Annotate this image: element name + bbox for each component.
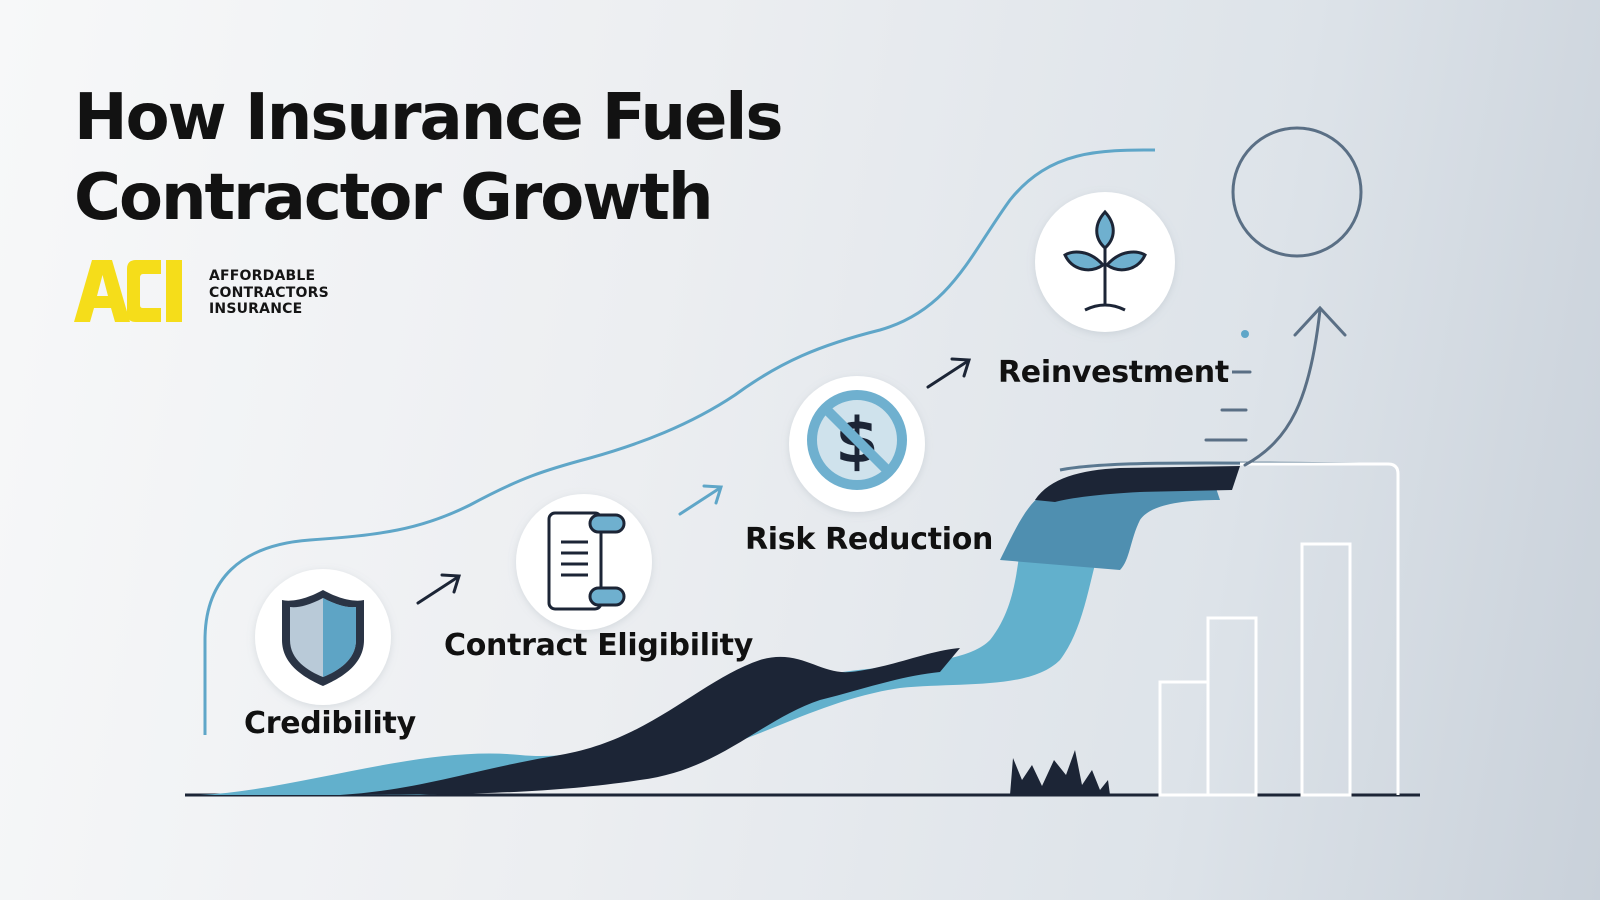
wave-dark-navy <box>340 648 960 795</box>
dot-icon <box>1241 330 1249 338</box>
step-arrow-2-icon <box>678 484 724 516</box>
grass-icon <box>1010 750 1110 795</box>
brand-logo: AFFORDABLE CONTRACTORS INSURANCE <box>72 258 412 326</box>
step-arrow-1-icon <box>416 573 462 605</box>
bar-2 <box>1206 616 1258 797</box>
step-label-credibility: Credibility <box>244 706 416 741</box>
step-risk-reduction: $ <box>789 376 925 512</box>
document-scroll-icon <box>547 511 626 611</box>
bar-chart-decoration <box>1158 542 1352 797</box>
target-circle-icon <box>1231 126 1363 258</box>
wave-dark-navy-top <box>1035 466 1240 502</box>
shield-icon <box>282 590 364 686</box>
brand-name: AFFORDABLE CONTRACTORS INSURANCE <box>209 268 329 318</box>
step-label-contract-eligibility: Contract Eligibility <box>444 628 753 663</box>
step-arrow-3-icon <box>926 357 972 389</box>
brand-name-line-1: AFFORDABLE <box>209 268 316 284</box>
aci-logo-mark <box>74 260 182 322</box>
step-reinvestment <box>1035 192 1175 332</box>
title-line-1: How Insurance Fuels <box>74 81 783 155</box>
growth-curve-line <box>203 148 1156 735</box>
step-label-risk-reduction: Risk Reduction <box>745 522 994 557</box>
bar-3 <box>1300 542 1352 797</box>
step-label-reinvestment: Reinvestment <box>998 355 1229 390</box>
brand-name-line-3: INSURANCE <box>209 301 303 317</box>
step-credibility <box>255 569 391 705</box>
brand-name-line-2: CONTRACTORS <box>209 284 329 301</box>
no-dollar-icon: $ <box>807 390 907 490</box>
right-frame <box>1240 462 1400 795</box>
title-line-2: Contractor Growth <box>74 161 714 235</box>
step-contract-eligibility <box>516 494 652 630</box>
page-title: How Insurance Fuels Contractor Growth <box>74 78 783 238</box>
sprout-icon <box>1063 209 1147 312</box>
bar-1 <box>1158 680 1210 797</box>
